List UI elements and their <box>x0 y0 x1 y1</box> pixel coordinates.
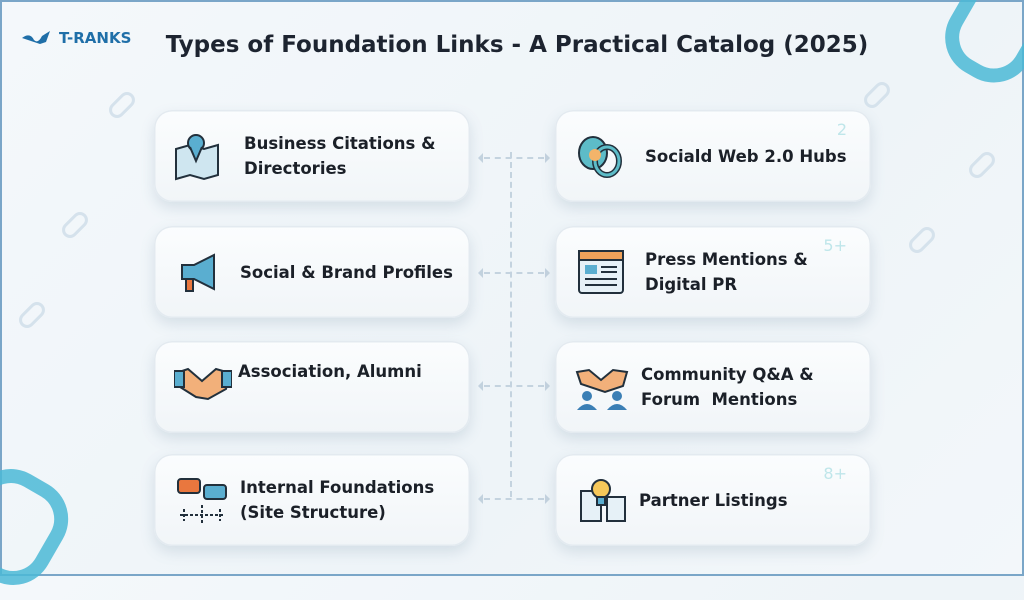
card-internal-foundations: Internal Foundations (Site Structure) <box>154 454 470 546</box>
news-page-icon <box>578 250 624 294</box>
chain-icon <box>105 88 139 122</box>
logo: T-RANKS <box>20 28 131 48</box>
card-business-citations: Business Citations & Directories <box>154 110 470 202</box>
card-label: Partner Listings <box>639 490 788 510</box>
card-number: 5+ <box>823 236 847 255</box>
card-number: 8+ <box>823 464 847 483</box>
chain-icon <box>965 148 999 182</box>
community-handshake-icon <box>575 368 629 410</box>
connector-arrow <box>478 268 550 278</box>
chain-icon <box>905 223 939 257</box>
chain-icon <box>58 208 92 242</box>
card-social-brand: Social & Brand Profiles <box>154 226 470 318</box>
chain-icon <box>860 78 894 112</box>
card-label: Sociald Web 2.0 Hubs <box>645 146 847 166</box>
connector-arrow <box>478 494 550 504</box>
card-label: Community Q&A & Forum Mentions <box>641 365 820 409</box>
map-pin-icon <box>175 134 219 181</box>
card-label: Press Mentions & Digital PR <box>645 250 808 294</box>
handshake-icon <box>174 367 232 401</box>
card-web20-hubs: Sociald Web 2.0 Hubs 2 <box>555 110 871 202</box>
lightbulb-checklist-icon <box>580 479 626 522</box>
card-partner-listings: Partner Listings 8+ <box>555 454 871 546</box>
page-title: Types of Foundation Links - A Practical … <box>165 32 869 58</box>
megaphone-icon <box>181 253 215 292</box>
card-label: Association, Alumni <box>238 362 422 381</box>
card-number: 2 <box>836 120 847 139</box>
chain-icon <box>15 298 49 332</box>
logo-text: T-RANKS <box>59 29 132 47</box>
connector-line <box>510 152 512 497</box>
card-label: Internal Foundations (Site Structure) <box>240 478 435 522</box>
card-label: Social & Brand Profiles <box>240 262 453 282</box>
web-links-icon <box>578 136 622 178</box>
rocket-icon <box>22 31 50 44</box>
decor-shape <box>0 454 83 600</box>
connector-arrow <box>478 153 550 163</box>
card-association-alumni: Association, Alumni <box>154 341 470 433</box>
card-label: Business Citations & Directories <box>244 134 436 178</box>
site-structure-icon <box>177 478 227 523</box>
card-press-mentions: Press Mentions & Digital PR 5+ <box>555 226 871 318</box>
card-community-qa: Community Q&A & Forum Mentions <box>555 341 871 433</box>
connector-arrow <box>478 381 550 391</box>
